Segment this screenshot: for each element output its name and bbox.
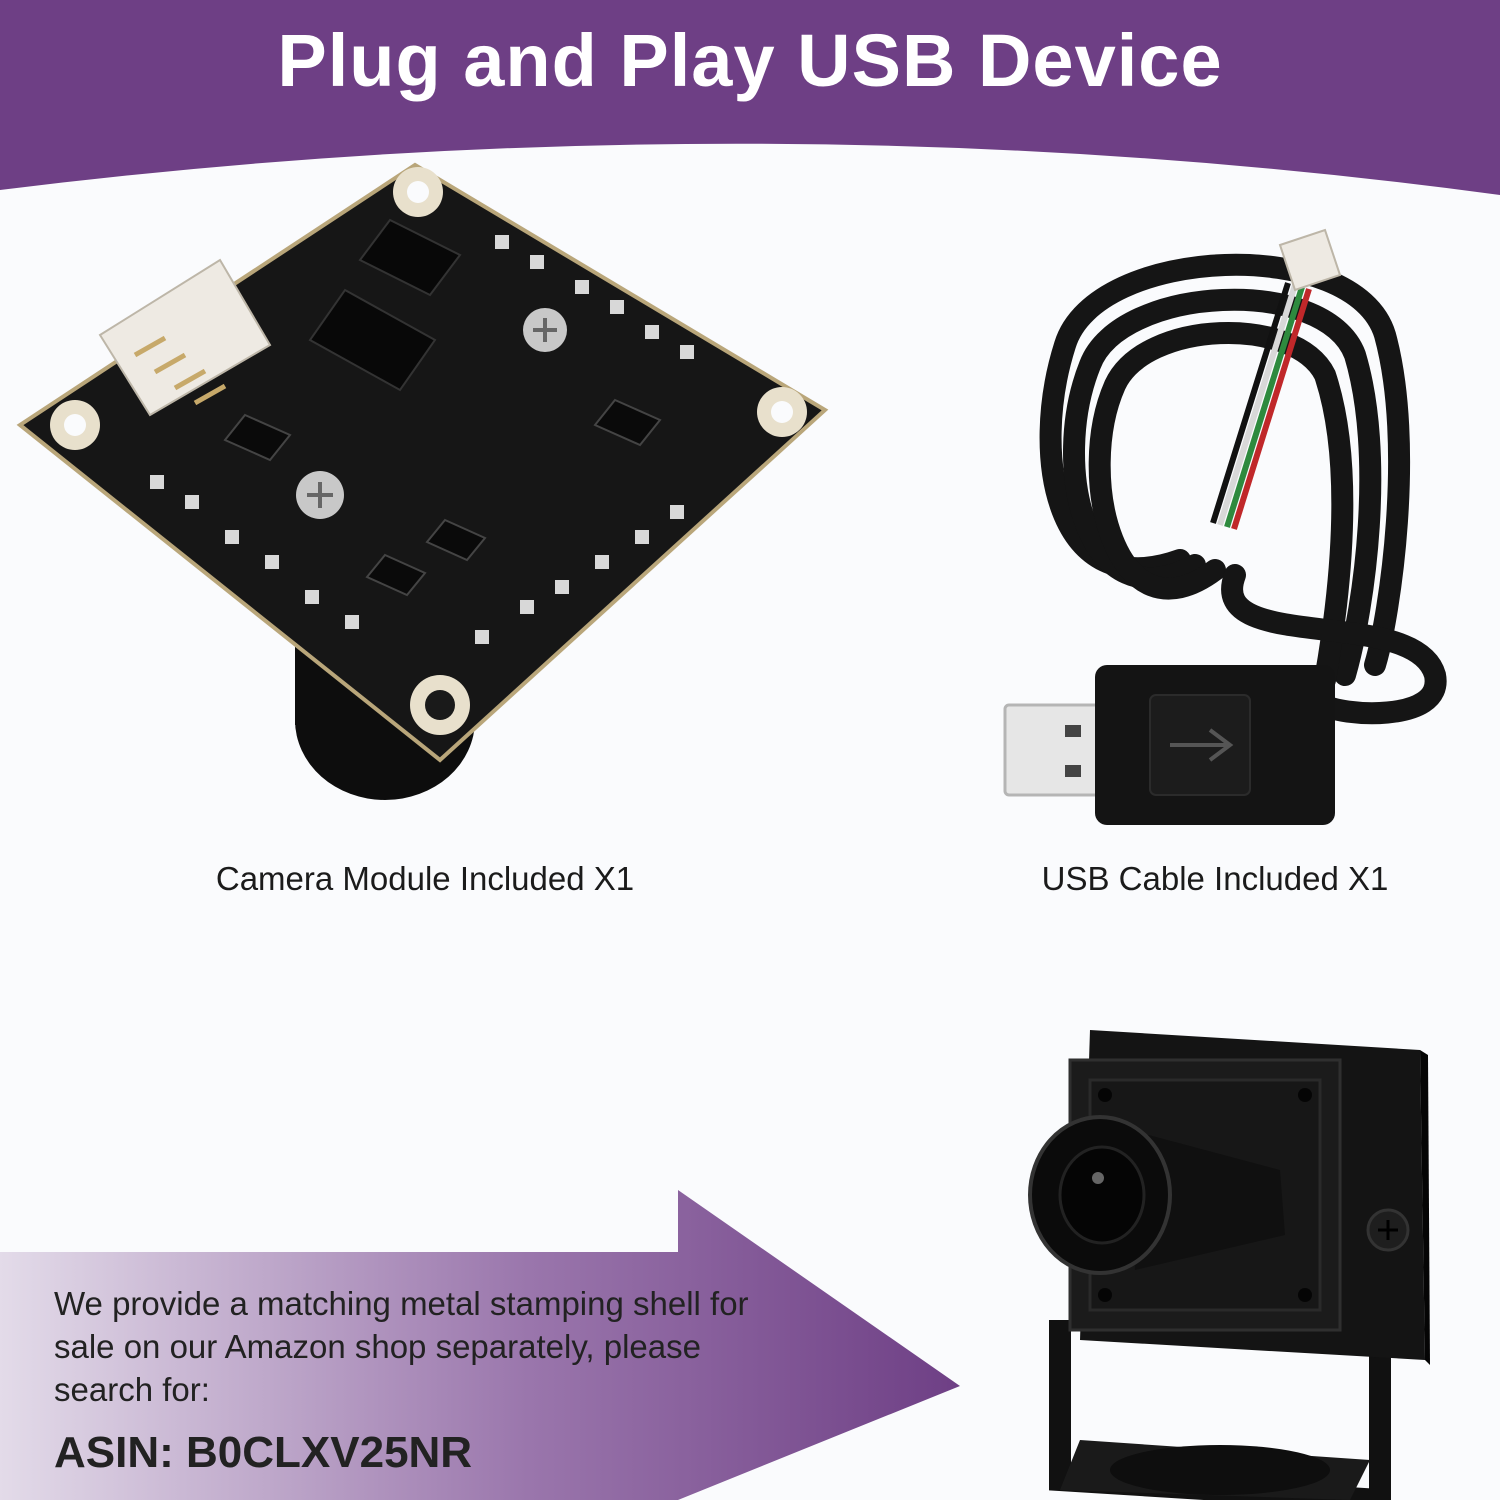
promo-text: We provide a matching metal stamping she… (54, 1285, 749, 1408)
camera-module-board-icon (16, 162, 829, 800)
promo-asin: ASIN: B0CLXV25NR (54, 1428, 473, 1477)
usb-cable-caption: USB Cable Included X1 (1041, 860, 1389, 897)
header-band (0, 0, 1500, 195)
metal-camera-shell-icon (1028, 1030, 1430, 1500)
camera-module-caption: Camera Module Included X1 (215, 860, 635, 897)
page-title: Plug and Play USB Device (277, 19, 1223, 102)
promo-arrow (0, 1190, 960, 1500)
usb-cable-icon (1003, 228, 1447, 825)
